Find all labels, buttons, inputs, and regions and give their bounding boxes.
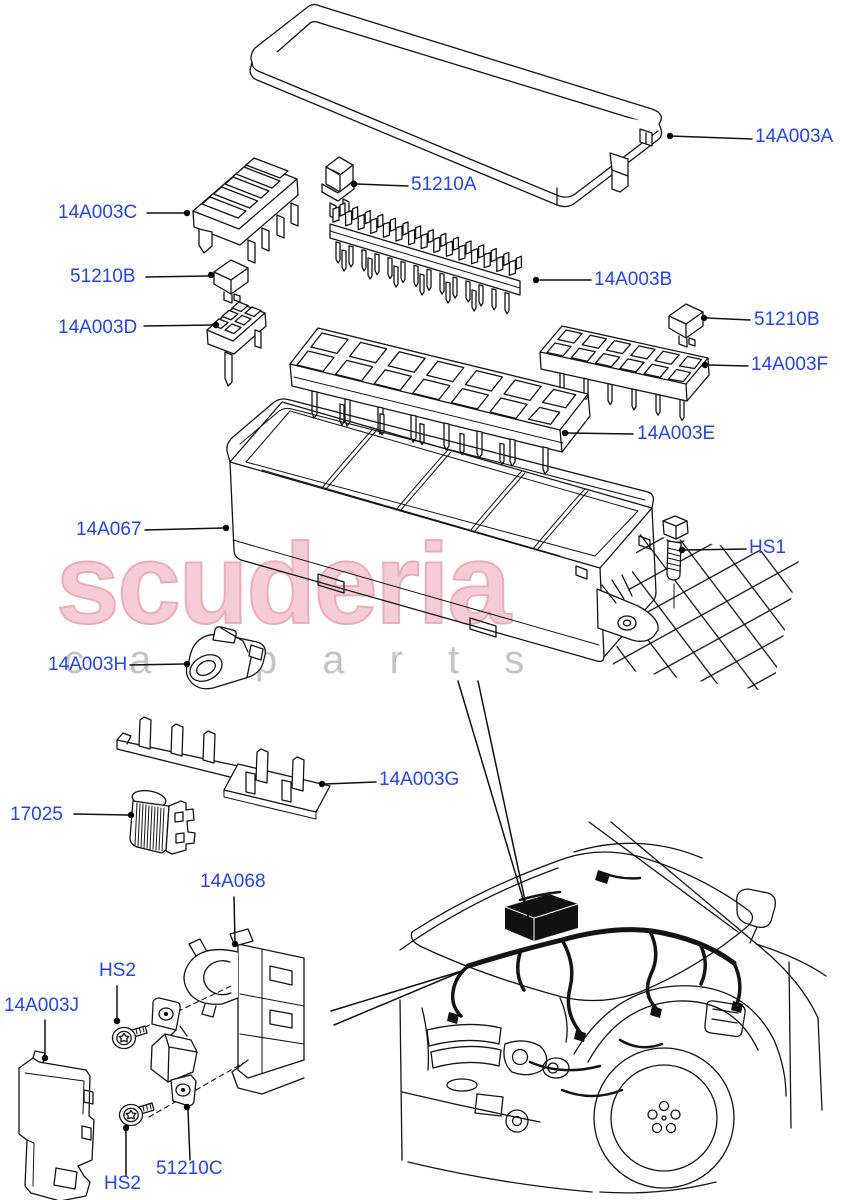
part-bracket-g	[116, 716, 331, 820]
part-side-cover	[18, 1050, 95, 1200]
leader-lines	[41, 132, 753, 1177]
vehicle-illustration	[399, 821, 827, 1194]
part-fuse-holder-f	[539, 325, 710, 422]
part-label-14A003B: 14A003B	[594, 269, 673, 290]
part-label-14A003A: 14A003A	[755, 126, 834, 147]
part-label-HS2-top: HS2	[99, 960, 136, 981]
part-label-51210A: 51210A	[411, 174, 477, 195]
part-screw-top	[111, 1025, 148, 1050]
part-label-14A003F: 14A003F	[751, 354, 829, 375]
part-label-14A003H: 14A003H	[48, 654, 128, 675]
part-screw-bottom	[118, 1102, 155, 1127]
part-label-HS2-bottom: HS2	[104, 1173, 141, 1194]
part-resistor	[129, 789, 196, 855]
part-label-HS1: HS1	[749, 537, 786, 558]
part-fusible-link	[150, 997, 198, 1107]
watermark-tagline: c a r p a r t s	[64, 638, 542, 682]
part-label-14A003J: 14A003J	[4, 995, 80, 1016]
part-fuse-tray-e	[289, 327, 591, 475]
part-label-14A068: 14A068	[200, 871, 266, 892]
checkered-flag-watermark	[612, 534, 800, 692]
part-label-51210B-left: 51210B	[70, 266, 136, 287]
part-label-14A003D: 14A003D	[58, 317, 138, 338]
watermark-brand: scuderia	[55, 521, 512, 648]
location-pointer-lines	[330, 680, 530, 1026]
part-label-51210B-right: 51210B	[754, 309, 820, 330]
part-relay-left	[213, 259, 249, 304]
part-label-14A003C: 14A003C	[58, 202, 138, 223]
part-fuse-holder-c	[192, 157, 299, 264]
part-fuse-box-cover	[249, 3, 663, 208]
part-connector-h	[185, 626, 266, 690]
part-label-14A067: 14A067	[76, 519, 142, 540]
part-label-51210C: 51210C	[156, 1158, 223, 1179]
part-fuse-box-bracket	[183, 928, 305, 1095]
part-fuse-box-housing	[226, 398, 659, 663]
part-terminal-comb	[329, 202, 523, 315]
part-relay-right	[668, 303, 704, 348]
part-fuse-holder-d	[206, 301, 267, 387]
part-label-17025: 17025	[10, 804, 63, 825]
part-label-14A003G: 14A003G	[379, 769, 460, 790]
part-label-14A003E: 14A003E	[637, 423, 716, 444]
part-bolt-hs1	[662, 515, 689, 609]
